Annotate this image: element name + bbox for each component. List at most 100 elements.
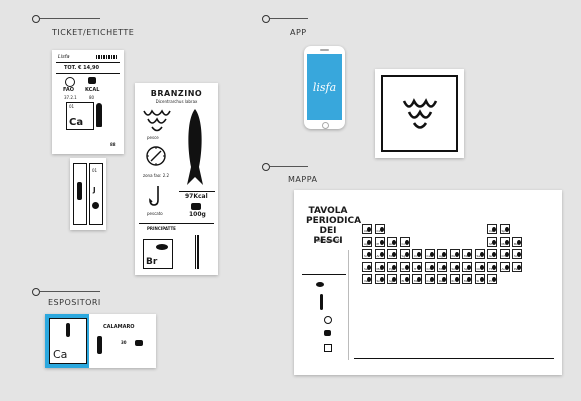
periodic-cell: Ma xyxy=(412,274,422,284)
fish-mini-icon xyxy=(417,252,421,257)
periodic-cell: Ag xyxy=(362,236,372,247)
principle-label: PRINCIPATTE xyxy=(147,226,176,231)
periodic-cell-symbol: Mo xyxy=(464,254,469,258)
fish-mini-icon xyxy=(392,277,396,282)
periodic-cell-symbol: Sa xyxy=(476,254,481,258)
zone-label: zona fao: 2.2 xyxy=(143,173,170,178)
periodic-cell: Bo xyxy=(512,236,522,247)
legend-divider xyxy=(302,274,346,275)
periodic-cell: Cb xyxy=(362,224,372,234)
display-element-box: Ca xyxy=(49,318,87,364)
fish-mini-icon xyxy=(492,252,496,257)
periodic-cell: Cr xyxy=(412,249,422,259)
periodic-cell: St xyxy=(399,261,410,272)
periodic-cell-symbol: Si xyxy=(364,254,367,258)
section-dot-displays xyxy=(32,288,40,296)
periodic-cell-symbol: Cb xyxy=(364,229,368,233)
periodic-cell-symbol: Ag xyxy=(364,241,368,246)
periodic-cell-symbol: Cr xyxy=(414,254,418,258)
periodic-cell: Mo xyxy=(462,249,472,259)
app-screen: lisfa xyxy=(307,54,342,120)
fish-icon xyxy=(187,109,203,185)
periodic-cell-symbol: Au xyxy=(501,266,506,271)
periodic-cell: Pg xyxy=(387,261,397,272)
app-phone: lisfa xyxy=(304,46,345,129)
fish-mini-icon xyxy=(392,239,396,245)
section-dot-tickets xyxy=(32,15,40,23)
app-icon-card xyxy=(375,69,464,158)
fish-mini-icon xyxy=(517,264,521,270)
fish-mini-icon xyxy=(367,277,371,282)
hook-icon xyxy=(149,186,159,206)
periodic-cell-symbol: Gr xyxy=(489,254,493,258)
display-card: Ca CALAMARO 30 xyxy=(45,314,156,368)
display-symbol: Ca xyxy=(53,348,68,361)
section-label-displays: ESPOSITORI xyxy=(48,298,101,307)
periodic-cell-symbol: Ar xyxy=(376,254,380,258)
fish-mini-icon xyxy=(479,264,484,270)
scales-logo-icon xyxy=(402,98,438,129)
map-title: TAVOLA PERIODICA DEI PESCI xyxy=(306,206,362,246)
section-line-app xyxy=(270,18,308,19)
periodic-cell-symbol: Pl xyxy=(376,241,380,246)
fish-mini-icon xyxy=(467,277,471,282)
periodic-cell: Ra xyxy=(437,274,447,284)
periodic-cell-symbol: Ma xyxy=(414,279,419,283)
fish-mini-icon xyxy=(417,264,421,270)
periodic-cell: Mi xyxy=(387,249,397,259)
divider xyxy=(139,223,214,224)
legend-fish-icon xyxy=(316,282,324,287)
periodic-cell: Ch xyxy=(499,249,510,259)
periodic-cell-symbol: Mi xyxy=(389,254,393,258)
periodic-cell: Sn xyxy=(374,274,385,284)
scale-icon xyxy=(191,203,201,210)
periodic-cell: Or xyxy=(474,261,485,272)
ticket-brand: Lisfa xyxy=(58,54,70,60)
periodic-cell: Ac xyxy=(387,236,397,247)
periodic-cell: Sp xyxy=(499,224,510,234)
section-label-app: APP xyxy=(290,28,307,37)
fish-mini-icon xyxy=(504,264,509,270)
scale-icon xyxy=(88,77,96,84)
periodic-cell: Ce xyxy=(424,249,435,259)
periodic-cell-symbol: Cu xyxy=(426,279,431,283)
periodic-cell-symbol: Cc xyxy=(401,241,406,246)
periodic-cell: Au xyxy=(499,261,510,272)
periodic-cell: Gr xyxy=(487,249,497,259)
periodic-cell-symbol: Sf xyxy=(489,241,492,246)
periodic-cell-symbol: Ag xyxy=(439,254,443,258)
periodic-cell: Ag xyxy=(437,249,447,259)
periodic-cell: Ve xyxy=(362,274,372,284)
periodic-cell-symbol: Ca xyxy=(489,229,493,233)
catch-label: pescato xyxy=(147,211,163,216)
periodic-cell-symbol: Ra xyxy=(439,279,443,283)
fish-mini-icon xyxy=(367,227,371,232)
periodic-cell: Tt xyxy=(487,261,497,272)
periodic-cell-symbol: Bo xyxy=(514,241,518,246)
map-title-line2: PERIODICA xyxy=(306,216,362,226)
periodic-cell: Cc xyxy=(399,236,410,247)
periodic-cell-symbol: Cz xyxy=(376,229,381,233)
map-poster: TAVOLA PERIODICA DEI PESCI dell'alimento… xyxy=(294,190,562,375)
map-subtitle: dell'alimento xyxy=(316,238,342,243)
fish-mini-icon xyxy=(504,252,509,257)
display-title: CALAMARO xyxy=(103,324,135,330)
ticket-title: BRANZINO xyxy=(150,89,203,98)
fish-mini-icon xyxy=(479,277,484,282)
periodic-cell-symbol: Tr xyxy=(414,266,417,271)
map-title-line1: TAVOLA xyxy=(308,206,348,216)
fish-mini-icon xyxy=(517,252,521,257)
periodic-cell-symbol: Ce xyxy=(426,254,431,258)
section-line-displays xyxy=(40,291,100,292)
fish-mini-icon xyxy=(442,277,446,282)
fish-mini-icon xyxy=(429,252,434,257)
ticket-subtitle: Dicentrarchus labrax xyxy=(155,99,198,104)
tag-strip-left xyxy=(73,163,87,225)
periodic-cell: Tr xyxy=(412,261,422,272)
periodic-cell-symbol: Cm xyxy=(426,266,432,271)
periodic-cell-symbol: Sp xyxy=(464,266,468,271)
fish-mini-icon xyxy=(454,264,459,270)
periodic-cell-symbol: Sl xyxy=(476,279,480,283)
fish-mini-icon xyxy=(492,277,496,282)
periodic-cell-symbol: Ch xyxy=(501,254,506,258)
